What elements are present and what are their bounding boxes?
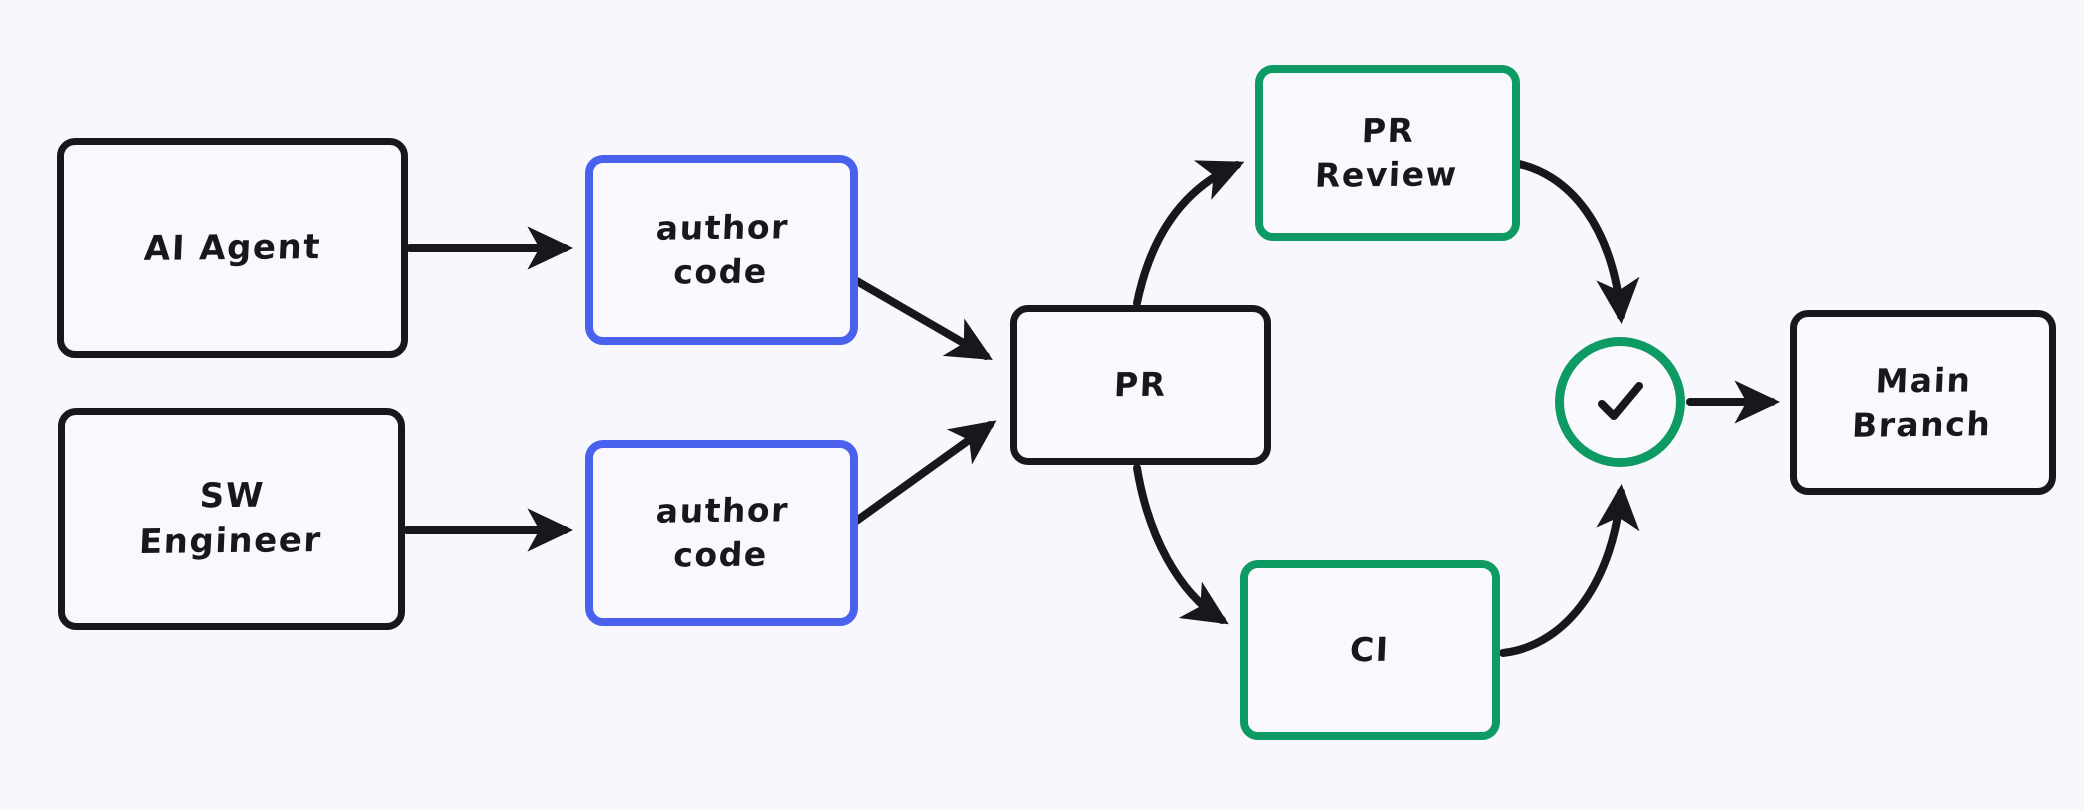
node-ai-agent[interactable]: AI Agent [57,138,408,358]
edge-pr-review-to-check-gate [1504,158,1640,324]
node-pr[interactable]: PR [1010,305,1271,465]
node-sw-engineer-label: SW Engineer [138,475,323,562]
check-icon [1598,382,1643,420]
node-ai-agent-label: AI Agent [143,226,322,269]
node-author-code-ai-agent[interactable]: author code [585,155,858,345]
edge-pr-to-pr-review [1133,160,1245,307]
node-author-code-sw-engineer[interactable]: author code [585,440,858,626]
node-main-branch[interactable]: Main Branch [1790,310,2056,495]
node-main-branch-label: Main Branch [1851,360,1993,445]
node-sw-engineer[interactable]: SW Engineer [58,408,405,630]
node-pr-review-label: PR Review [1314,111,1459,195]
node-pr-label: PR [1113,364,1168,405]
edge-ci-to-check-gate [1499,484,1640,657]
node-check-gate[interactable] [1555,337,1685,467]
edge-author-code-1-to-pr [851,276,993,361]
node-author-code-sw-engineer-label: author code [655,490,790,575]
node-ci-label: CI [1349,630,1391,670]
node-author-code-ai-agent-label: author code [655,207,790,292]
node-pr-review[interactable]: PR Review [1255,65,1520,241]
edge-author-code-2-to-pr [851,420,997,526]
node-ci[interactable]: CI [1240,560,1500,740]
edge-pr-to-ci [1133,464,1229,625]
